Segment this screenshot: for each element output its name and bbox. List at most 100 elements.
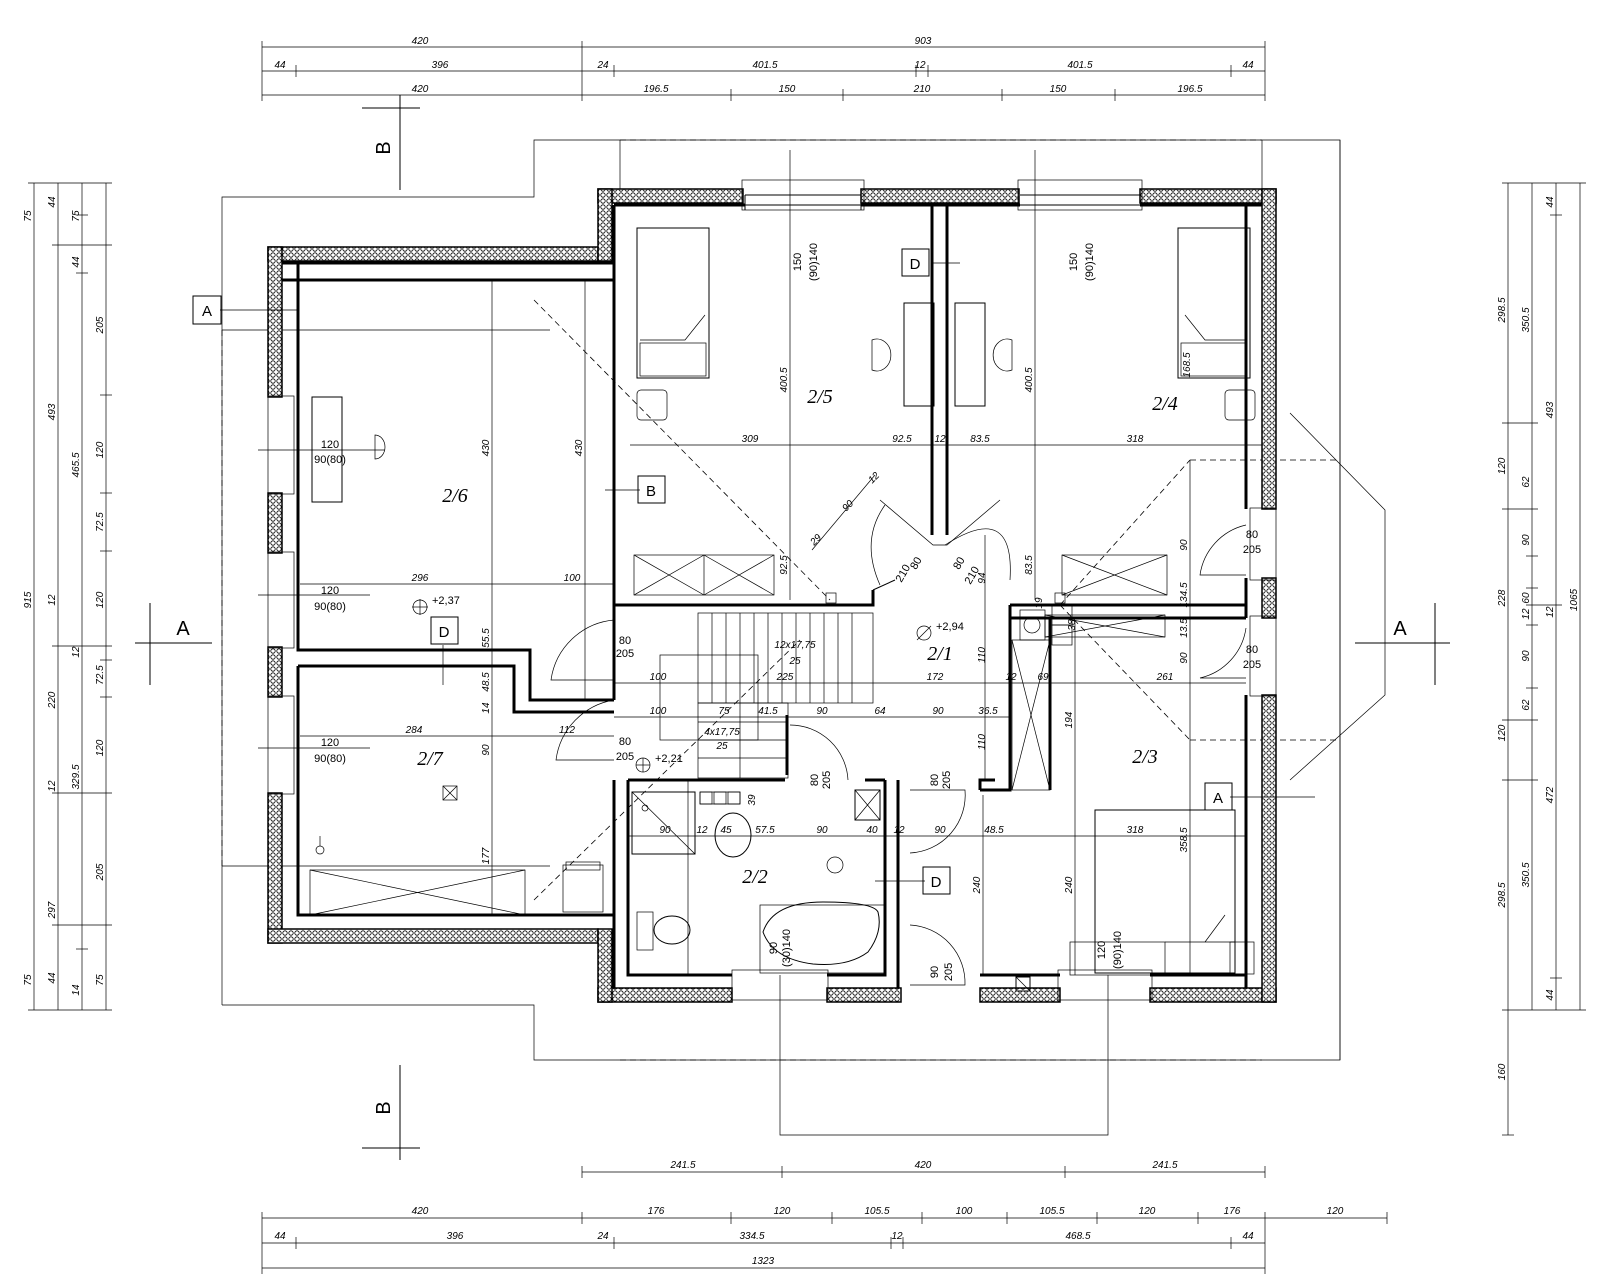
window-2-5-width: 150 bbox=[792, 253, 804, 271]
dim-bottom-20: 1323 bbox=[752, 1256, 775, 1267]
inner-walls bbox=[267, 179, 1277, 1001]
dim-inner-w6: 296 bbox=[411, 573, 429, 584]
dim-top-5: 24 bbox=[596, 60, 609, 71]
dim-right-5: 298.5 bbox=[1497, 882, 1508, 908]
dim-left-24: 14 bbox=[71, 984, 82, 996]
dim-stairs-2: 4x17,75 bbox=[704, 727, 740, 738]
door-2-3-width: 80 bbox=[1246, 644, 1258, 656]
dim-right-7: 350.5 bbox=[1521, 307, 1532, 332]
dim-left-18: 72.5 bbox=[95, 665, 106, 685]
left-dimension-lines: 915 75 493 220 297 75 44 12 465.5 12 329… bbox=[23, 182, 112, 1011]
door-2-4-width: 80 bbox=[1246, 529, 1258, 541]
window-2-7-width: 120 bbox=[321, 737, 339, 749]
window-2-6-height: 90(80) bbox=[314, 454, 346, 466]
dim-top-3: 44 bbox=[274, 60, 286, 71]
door-2-3 bbox=[1199, 627, 1247, 679]
dim-inner-w29: 48.5 bbox=[984, 825, 1004, 836]
door-2-6-height: 205 bbox=[616, 648, 634, 660]
dim-69: 69 bbox=[1037, 672, 1049, 683]
level-2-7: +2,21 bbox=[655, 753, 683, 765]
door-balcony-height: 205 bbox=[943, 963, 955, 981]
bed-2-4 bbox=[1177, 227, 1251, 379]
bed-2-5 bbox=[636, 227, 710, 379]
room-2-1: 2/1 bbox=[927, 643, 953, 665]
dim-right-14: 350.5 bbox=[1521, 862, 1532, 887]
roof-outline bbox=[221, 139, 1386, 1061]
dim-stairs-1: 12x17,75 bbox=[774, 640, 816, 651]
dim-right-2: 120 bbox=[1497, 457, 1508, 474]
door-2-6-width: 80 bbox=[619, 635, 631, 647]
interior-dimension-lines bbox=[258, 150, 1262, 1005]
toilet-icon bbox=[653, 915, 691, 945]
dim-inner-w9: 112 bbox=[559, 725, 575, 736]
dim-inner-h13: 240 bbox=[972, 876, 983, 894]
room-2-4: 2/4 bbox=[1152, 393, 1178, 415]
door-2-2-width: 80 bbox=[809, 774, 821, 786]
dim-38: 38 bbox=[1067, 619, 1078, 631]
room-2-5: 2/5 bbox=[807, 386, 833, 408]
section-b-top: B bbox=[373, 141, 395, 154]
marker-a-2: A bbox=[1213, 790, 1223, 807]
dim-left-17: 120 bbox=[95, 591, 106, 608]
dim-left-23: 12 bbox=[47, 780, 58, 792]
detail-markers: A B D D A D bbox=[192, 248, 1315, 895]
dim-right-4: 120 bbox=[1497, 724, 1508, 741]
dim-inner-w17: 90 bbox=[816, 706, 828, 717]
dim-left-22: 44 bbox=[71, 256, 82, 268]
dim-bottom-9: 105.5 bbox=[1039, 1206, 1064, 1217]
dim-bottom-12: 120 bbox=[1327, 1206, 1344, 1217]
dim-inner-w28: 90 bbox=[934, 825, 946, 836]
marker-b-1: B bbox=[646, 483, 656, 500]
dim-bottom-18: 468.5 bbox=[1065, 1231, 1090, 1242]
dim-inner-w27: 12 bbox=[893, 825, 905, 836]
level-2-1: +2,94 bbox=[936, 621, 964, 633]
window-2-4-height: (90)140 bbox=[1084, 243, 1096, 281]
door-2-3-height: 205 bbox=[1243, 659, 1261, 671]
dim-inner-w4: 83.5 bbox=[970, 434, 990, 445]
dim-bottom-4: 420 bbox=[412, 1206, 429, 1217]
door-swings bbox=[550, 499, 1247, 1136]
window-2-5-height: (90)140 bbox=[808, 243, 820, 281]
dim-stairs-2b: 25 bbox=[715, 741, 728, 752]
desk-2-5 bbox=[903, 302, 935, 407]
section-markers: A A B B bbox=[135, 95, 1450, 1160]
window-2-7-height: 90(80) bbox=[314, 753, 346, 765]
door-2-4-height: 205 bbox=[1243, 544, 1261, 556]
dim-bottom-17: 12 bbox=[891, 1231, 903, 1242]
dim-inner-w7: 100 bbox=[564, 573, 581, 584]
furniture bbox=[309, 227, 1256, 992]
door-2-5-width: 80 bbox=[908, 555, 925, 572]
dim-left-6: 75 bbox=[23, 974, 34, 986]
dim-inner-w11: 225 bbox=[776, 672, 794, 683]
dim-right-8: 62 bbox=[1521, 476, 1532, 488]
room-2-7: 2/7 bbox=[417, 748, 444, 770]
dim-inner-w23: 45 bbox=[720, 825, 732, 836]
dim-top-13: 210 bbox=[913, 84, 931, 95]
outlet-icon bbox=[315, 836, 325, 855]
door-2-6 bbox=[550, 619, 615, 681]
interior-dimension-labels: 309 92.5 12 83.5 318 400.5 400.5 430 430… bbox=[314, 243, 1261, 981]
dim-bottom-15: 24 bbox=[596, 1231, 609, 1242]
section-a-right: A bbox=[1393, 618, 1407, 640]
dim-left-7: 44 bbox=[47, 196, 58, 208]
dim-bottom-19: 44 bbox=[1242, 1231, 1254, 1242]
dim-bottom-3: 241.5 bbox=[1151, 1160, 1177, 1171]
dim-bottom-13: 44 bbox=[274, 1231, 286, 1242]
level-symbol-icon bbox=[916, 625, 932, 641]
dim-right-6: 160 bbox=[1497, 1063, 1508, 1080]
dim-inner-h4: 430 bbox=[574, 439, 585, 456]
dim-top-2: 903 bbox=[915, 36, 932, 47]
dim-left-11: 329.5 bbox=[71, 764, 82, 789]
dim-inner-w26: 40 bbox=[866, 825, 878, 836]
dim-right-9: 90 bbox=[1521, 534, 1532, 546]
dim-inner-w22: 12 bbox=[696, 825, 708, 836]
marker-d-1: D bbox=[910, 256, 921, 273]
section-b-bottom: B bbox=[373, 1101, 395, 1114]
dim-inner-w25: 90 bbox=[816, 825, 828, 836]
window-2-3-height: (90)140 bbox=[1112, 931, 1124, 969]
dim-left-15: 120 bbox=[95, 441, 106, 458]
dim-top-8: 401.5 bbox=[1067, 60, 1092, 71]
marker-d-2: D bbox=[439, 624, 450, 641]
dim-inner-w24: 57.5 bbox=[755, 825, 775, 836]
